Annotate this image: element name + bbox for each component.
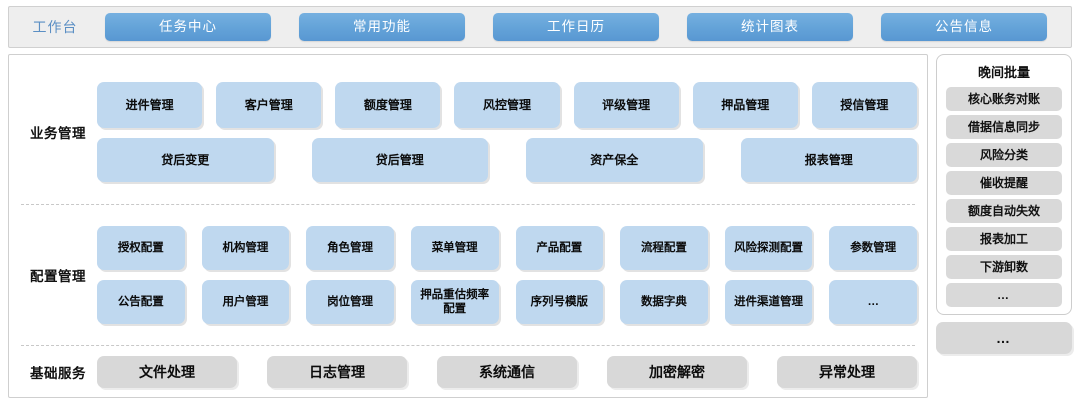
module-announcement-config[interactable]: 公告配置 [97,280,185,324]
module-serial-number-template[interactable]: 序列号模版 [515,280,604,324]
content-area: 业务管理 进件管理 客户管理 额度管理 风控管理 评级管理 押品管理 授信管理 … [8,54,1072,398]
module-organization-management[interactable]: 机构管理 [201,226,290,270]
batch-risk-classification[interactable]: 风险分类 [946,143,1062,167]
module-product-config[interactable]: 产品配置 [515,226,604,270]
tab-statistics-charts[interactable]: 统计图表 [687,13,853,41]
module-application-management[interactable]: 进件管理 [97,81,203,128]
module-log-management[interactable]: 日志管理 [267,356,407,388]
module-rating-management[interactable]: 评级管理 [573,81,679,128]
module-file-processing[interactable]: 文件处理 [97,356,237,388]
section-label-business: 业务管理 [30,125,86,141]
batch-report-processing[interactable]: 报表加工 [946,227,1062,251]
module-system-communication[interactable]: 系统通信 [437,356,577,388]
module-user-management[interactable]: 用户管理 [201,280,290,324]
module-customer-management[interactable]: 客户管理 [216,81,322,128]
batch-more[interactable]: … [946,283,1062,307]
divider-config-basic [21,345,915,346]
module-map-card: 业务管理 进件管理 客户管理 额度管理 风控管理 评级管理 押品管理 授信管理 … [8,54,928,398]
module-credit-limit-management[interactable]: 额度管理 [335,81,441,128]
batch-collection-reminder[interactable]: 催收提醒 [946,171,1062,195]
section-label-basic: 基础服务 [30,366,86,381]
config-rows: 授权配置 机构管理 角色管理 菜单管理 产品配置 流程配置 风险探测配置 参数管… [97,226,917,324]
module-authorization-config[interactable]: 授权配置 [97,226,185,270]
module-collateral-revaluation-frequency-config[interactable]: 押品重估频率配置 [410,280,499,324]
section-config-management: 配置管理 授权配置 机构管理 角色管理 菜单管理 产品配置 流程配置 风险探测配… [19,205,917,345]
section-label-config: 配置管理 [30,269,86,284]
module-post-loan-change[interactable]: 贷后变更 [97,137,274,182]
business-row-1: 进件管理 客户管理 额度管理 风控管理 评级管理 押品管理 授信管理 [97,81,917,128]
batch-credit-limit-auto-expire[interactable]: 额度自动失效 [946,199,1062,223]
module-encryption-decryption[interactable]: 加密解密 [607,356,747,388]
top-navigation-bar: 工作台 任务中心 常用功能 工作日历 统计图表 公告信息 [8,6,1072,48]
module-data-dictionary[interactable]: 数据字典 [620,280,708,324]
module-post-loan-management[interactable]: 贷后管理 [311,137,488,182]
workbench-label: 工作台 [32,19,78,35]
divider-business-config [21,204,915,205]
nightly-batch-panel: 晚间批量 核心账务对账 借据信息同步 风险分类 催收提醒 额度自动失效 报表加工… [936,54,1072,315]
right-column: 晚间批量 核心账务对账 借据信息同步 风险分类 催收提醒 额度自动失效 报表加工… [936,54,1072,398]
business-row-2: 贷后变更 贷后管理 资产保全 报表管理 [97,137,917,182]
module-config-more[interactable]: … [829,280,917,324]
module-position-management[interactable]: 岗位管理 [306,280,394,324]
tab-common-functions[interactable]: 常用功能 [299,13,465,41]
module-credit-granting-management[interactable]: 授信管理 [811,81,917,128]
module-exception-handling[interactable]: 异常处理 [777,356,917,388]
module-risk-control-management[interactable]: 风控管理 [454,81,560,128]
module-report-management[interactable]: 报表管理 [740,137,917,182]
module-risk-detection-config[interactable]: 风险探测配置 [724,226,813,270]
module-role-management[interactable]: 角色管理 [306,226,394,270]
config-row-2: 公告配置 用户管理 岗位管理 押品重估频率配置 序列号模版 数据字典 进件渠道管… [97,280,917,324]
module-menu-management[interactable]: 菜单管理 [410,226,499,270]
tab-work-calendar[interactable]: 工作日历 [493,13,659,41]
basic-rows: 文件处理 日志管理 系统通信 加密解密 异常处理 [97,356,917,388]
tab-task-center[interactable]: 任务中心 [105,13,271,41]
batch-loan-receipt-info-sync[interactable]: 借据信息同步 [946,115,1062,139]
module-collateral-management[interactable]: 押品管理 [692,81,798,128]
section-business-management: 业务管理 进件管理 客户管理 额度管理 风控管理 评级管理 押品管理 授信管理 … [19,59,917,204]
batch-downstream-data-unload[interactable]: 下游卸数 [946,255,1062,279]
module-asset-preservation[interactable]: 资产保全 [526,137,703,182]
module-process-config[interactable]: 流程配置 [620,226,708,270]
config-row-1: 授权配置 机构管理 角色管理 菜单管理 产品配置 流程配置 风险探测配置 参数管… [97,226,917,270]
basic-row-1: 文件处理 日志管理 系统通信 加密解密 异常处理 [97,356,917,388]
nightly-batch-title: 晚间批量 [977,65,1030,80]
tab-announcements[interactable]: 公告信息 [881,13,1047,41]
module-application-channel-management[interactable]: 进件渠道管理 [724,280,813,324]
section-basic-services: 基础服务 文件处理 日志管理 系统通信 加密解密 异常处理 [19,346,917,398]
batch-core-accounting-reconciliation[interactable]: 核心账务对账 [946,87,1062,111]
module-parameter-management[interactable]: 参数管理 [829,226,917,270]
right-more-button[interactable]: … [936,322,1072,354]
business-rows: 进件管理 客户管理 额度管理 风控管理 评级管理 押品管理 授信管理 贷后变更 … [97,81,917,182]
